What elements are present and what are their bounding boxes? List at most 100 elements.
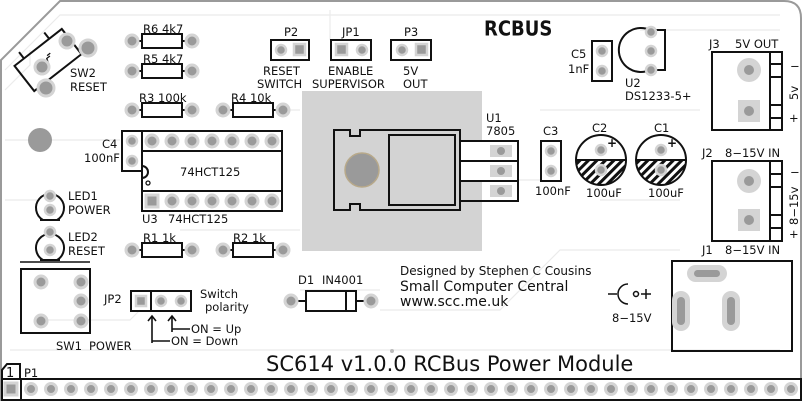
sw2-pad — [78, 38, 98, 58]
p1-pin — [324, 382, 338, 396]
sw2-reset-switch: SW2 RESET — [13, 27, 108, 98]
j3-plus: + — [789, 111, 799, 125]
u3-pin — [264, 133, 280, 149]
p1-pin — [584, 382, 598, 396]
c5-capacitor: C5 1nF — [568, 40, 613, 82]
p1-pin — [44, 382, 58, 396]
sw2-desc: RESET — [70, 80, 108, 94]
sw2-pad — [33, 58, 51, 76]
jp2-switch-polarity: JP2 Switch polarity ON = Up ON = Down — [103, 287, 249, 348]
c3-ref: C3 — [543, 124, 558, 138]
led1-ref: LED1 — [68, 189, 98, 203]
jp2-ref: JP2 — [103, 292, 122, 306]
d1-diode: D1 IN4001 — [283, 273, 379, 312]
p1-pin — [404, 382, 418, 396]
j1-desc: 8−15V IN — [725, 243, 780, 257]
p1-pin — [484, 382, 498, 396]
sw2-pad — [58, 32, 76, 50]
credit-website: www.scc.me.uk — [400, 294, 509, 310]
c3-value: 100nF — [535, 184, 571, 198]
r2-resistor: R2 1k — [215, 231, 291, 258]
c4-value: 100nF — [84, 151, 120, 165]
c1-plus: + — [667, 136, 677, 150]
p1-pin — [764, 382, 778, 396]
u2-ref: U2 — [625, 76, 641, 90]
p1-ref: P1 — [24, 366, 38, 380]
r1-label: R1 1k — [143, 231, 176, 245]
c4-ref: C4 — [102, 137, 117, 151]
silkscreen-dot — [390, 349, 394, 353]
jp2-on-up: ON = Up — [191, 322, 241, 336]
sw2-pad — [36, 78, 56, 98]
c2-value: 100uF — [586, 186, 622, 200]
u3-pin-1 — [144, 193, 160, 209]
sw1-power-switch: SW1 POWER — [20, 261, 132, 353]
p1-pin — [724, 382, 738, 396]
u3-pin — [184, 193, 200, 209]
p1-pin1-marker: 1 — [6, 366, 14, 381]
u3-pin — [164, 193, 180, 209]
r2-label: R2 1k — [233, 231, 266, 245]
jp1-desc-1: ENABLE — [328, 64, 373, 78]
p1-pin — [364, 382, 378, 396]
r6-resistor: R6 4k7 — [124, 22, 200, 49]
p1-pin — [544, 382, 558, 396]
jp2-desc-1: Switch — [200, 287, 238, 301]
sw1-desc: POWER — [89, 339, 132, 353]
c3-capacitor: C3 100nF — [535, 124, 571, 198]
sw2-ref: SW2 — [70, 66, 96, 80]
c1-value: 100uF — [648, 186, 684, 200]
jp1-ref: JP1 — [341, 25, 360, 39]
u3-pin — [164, 133, 180, 149]
p1-pin — [284, 382, 298, 396]
j2-plus: + — [789, 227, 799, 241]
p1-pin — [604, 382, 618, 396]
p1-pin — [204, 382, 218, 396]
p1-pin — [304, 382, 318, 396]
c4-capacitor: C4 100nF — [84, 130, 143, 172]
jp1-enable-supervisor-header: JP1 ENABLE SUPERVISOR — [312, 25, 385, 91]
d1-ref: D1 — [298, 273, 314, 287]
r4-label: R4 10k — [231, 91, 272, 105]
c1-ref: C1 — [654, 121, 669, 135]
p1-pin — [664, 382, 678, 396]
p3-ref: P3 — [404, 25, 418, 39]
u3-pin — [264, 193, 280, 209]
p1-pin — [424, 382, 438, 396]
c5-ref: C5 — [571, 47, 586, 61]
j2-desc: 8−15V IN — [725, 146, 780, 160]
u1-value: 7805 — [486, 124, 515, 138]
p1-pin — [344, 382, 358, 396]
j1-voltage: 8−15V — [612, 311, 652, 325]
p1-pin — [464, 382, 478, 396]
p3-desc-1: 5V — [403, 64, 418, 78]
u3-body-label: 74HCT125 — [180, 165, 240, 179]
p1-pin-1 — [3, 381, 19, 397]
p1-pin — [564, 382, 578, 396]
p1-pin — [504, 382, 518, 396]
p1-pin — [784, 382, 798, 396]
p1-pin — [744, 382, 758, 396]
p2-reset-switch-header: P2 RESET SWITCH — [257, 25, 310, 91]
p1-pin — [84, 382, 98, 396]
d1-value: IN4001 — [322, 273, 363, 287]
u3-pin — [144, 133, 160, 149]
j2-8-15v-in-terminal: J2 8−15V IN − + 8−15v — [701, 146, 801, 242]
board-title: SC614 v1.0.0 RCBus Power Module — [266, 352, 633, 376]
sw1-ref: SW1 — [56, 339, 82, 353]
p1-pin — [644, 382, 658, 396]
u2-supervisor: U2 DS1233-5+ — [617, 25, 692, 103]
credit-company: Small Computer Central — [400, 279, 568, 295]
p1-pin — [384, 382, 398, 396]
p3-desc-2: OUT — [403, 77, 428, 91]
p1-pin — [264, 382, 278, 396]
p1-pin — [224, 382, 238, 396]
j1-ref: J1 — [701, 243, 713, 257]
j2-ref: J2 — [701, 146, 713, 160]
j2-minus: − — [790, 165, 800, 179]
jp1-desc-2: SUPERVISOR — [312, 77, 385, 91]
led1-power: LED1 POWER — [35, 189, 111, 221]
r1-resistor: R1 1k — [124, 231, 200, 258]
led2-ref: LED2 — [68, 230, 98, 244]
